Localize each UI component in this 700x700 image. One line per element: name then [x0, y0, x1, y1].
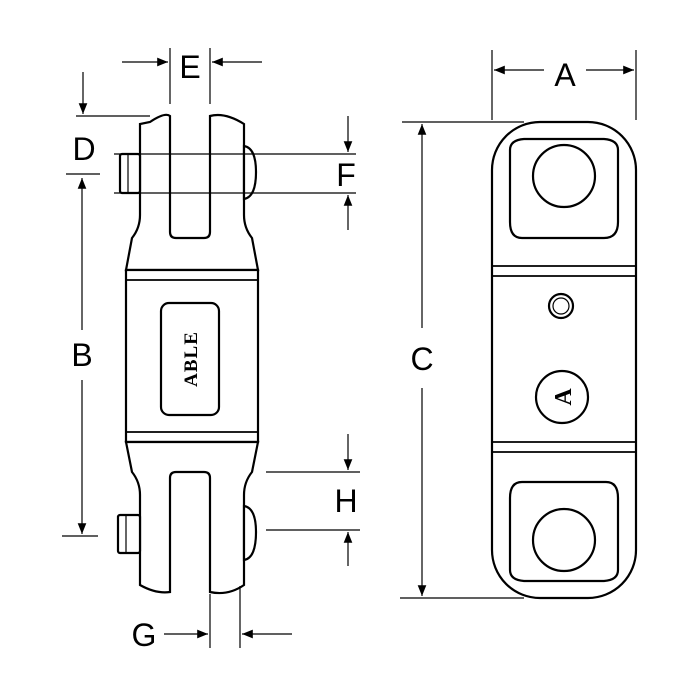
- dimension-g: G: [132, 586, 292, 653]
- dimension-b: B: [62, 178, 98, 537]
- label-d: D: [72, 131, 95, 167]
- bottom-eye-hole: [531, 507, 597, 573]
- brand-plate: [159, 301, 221, 417]
- top-eye-hole: [531, 143, 597, 209]
- label-h: H: [334, 483, 357, 519]
- label-f: F: [336, 157, 356, 193]
- top-pin-head: [242, 144, 258, 201]
- dimension-c: C: [400, 121, 524, 599]
- dimension-e: E: [122, 48, 262, 104]
- brand-text: ABLE: [181, 331, 202, 387]
- dimension-h: H: [266, 434, 360, 566]
- bottom-pin: [116, 513, 142, 555]
- label-e: E: [179, 49, 200, 85]
- logo-letter: A: [551, 388, 577, 406]
- front-view: ABLE: [116, 113, 260, 595]
- label-g: G: [132, 617, 157, 653]
- side-view: A: [490, 120, 638, 600]
- label-a: A: [554, 57, 576, 93]
- dimension-d: D: [66, 72, 150, 175]
- label-c: C: [410, 341, 433, 377]
- logo-badge: [534, 369, 590, 425]
- dimension-f: F: [114, 116, 356, 230]
- bottom-pin-head: [242, 504, 258, 562]
- side-outline: [490, 120, 638, 600]
- label-b: B: [71, 337, 92, 373]
- dimension-a: A: [491, 50, 637, 120]
- top-pin: [118, 152, 142, 195]
- bottom-jaw: [124, 440, 260, 595]
